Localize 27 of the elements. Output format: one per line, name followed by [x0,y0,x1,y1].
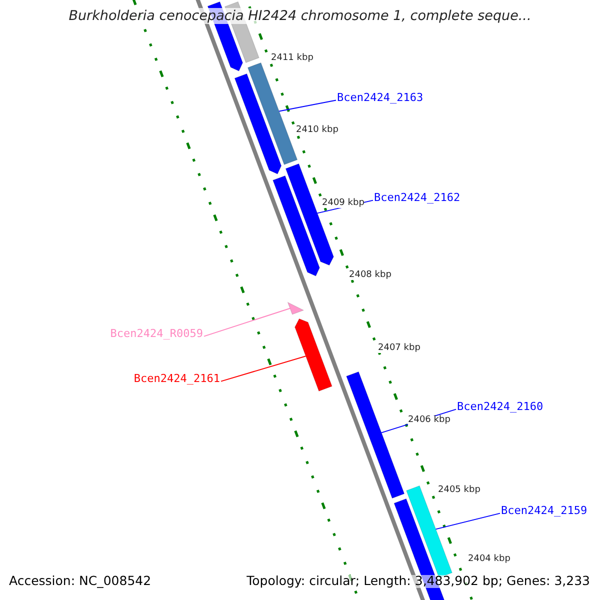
scale-label: 2405 kbp [438,486,480,495]
scale-label: 2407 kbp [378,344,420,353]
gene-label: Bcen2424_R0059 [110,328,203,339]
leader-line [278,100,336,112]
scale-label: 2411 kbp [271,54,314,63]
gene-label: Bcen2424_2162 [374,192,460,203]
leader-line [204,308,290,337]
scale-label: 2404 kbp [468,555,510,564]
gene-label: Bcen2424_2161 [134,373,220,384]
gene-block [234,73,282,174]
scale-label: 2406 kbp [408,416,450,425]
gene-block [247,62,298,165]
topology-text: Topology: circular; Length: 3,483,902 bp; Genes: 3,233 [246,575,590,588]
gene-label: Bcen2424_2159 [501,505,588,516]
gene-block [346,371,405,499]
gene-label: Bcen2424_2163 [337,92,424,103]
scale-label: 2410 kbp [296,126,338,135]
leader-line [220,356,306,382]
gene-block [272,175,320,276]
scale-label: 2408 kbp [349,271,392,280]
rna-gene-marker [287,302,304,315]
gene-block [294,318,332,392]
gene-label: Bcen2424_2160 [457,401,544,412]
map-title: Burkholderia cenocepacia HI2424 chromosome 1, complete seque... [68,10,532,24]
accession-text: Accession: NC_008542 [9,575,152,588]
scale-label: 2409 kbp [322,199,364,208]
leader-line [435,512,500,530]
